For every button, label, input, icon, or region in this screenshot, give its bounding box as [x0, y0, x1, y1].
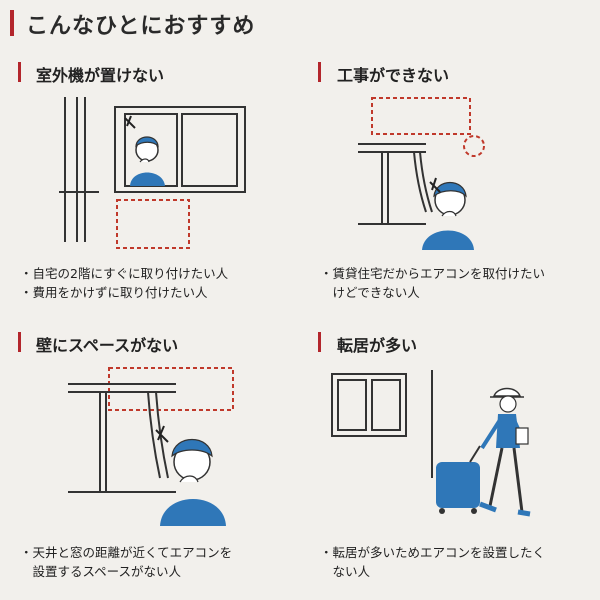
illustration-frequent-moves	[331, 370, 531, 517]
section-accent-bar	[18, 62, 21, 82]
bullets-no-wall-space: ・天井と窓の距離が近くてエアコンを 設置するスペースがない人	[20, 543, 232, 581]
illustration-no-construction	[358, 97, 485, 250]
page-title: こんなひとにおすすめ	[26, 14, 256, 39]
worried-person-icon	[422, 182, 474, 250]
bullet-item: ・費用をかけずに取り付けたい人	[20, 285, 208, 300]
bullet-item: 設置するスペースがない人	[20, 564, 182, 579]
illustration-no-wall-space	[68, 367, 234, 526]
section-title-no-wall-space: 壁にスペースがない	[36, 336, 179, 355]
worried-person-icon	[130, 136, 165, 186]
bullet-item: ・天井と窓の距離が近くてエアコンを	[20, 545, 233, 560]
bullet-item: ・賃貸住宅だからエアコンを取付けたい	[320, 266, 546, 281]
section-accent-bar	[318, 332, 321, 352]
section-title-frequent-moves: 転居が多い	[337, 336, 418, 355]
traveler-with-suitcase-icon	[436, 387, 531, 517]
illustration-no-outdoor-unit	[59, 97, 246, 249]
worried-person-icon	[160, 439, 226, 526]
title-accent-bar	[10, 10, 14, 36]
bullets-frequent-moves: ・転居が多いためエアコンを設置したく ない人	[320, 543, 545, 581]
section-title-no-construction: 工事ができない	[337, 66, 450, 85]
bullets-no-construction: ・賃貸住宅だからエアコンを取付けたい けどできない人	[320, 264, 545, 302]
bullet-item: ない人	[320, 564, 371, 579]
bullet-item: けどできない人	[320, 285, 420, 300]
bullets-no-outdoor-unit: ・自宅の2階にすぐに取り付けたい人 ・費用をかけずに取り付けたい人	[20, 264, 228, 302]
section-accent-bar	[18, 332, 21, 352]
bullet-item: ・自宅の2階にすぐに取り付けたい人	[20, 266, 229, 281]
bullet-item: ・転居が多いためエアコンを設置したく	[320, 545, 546, 560]
section-accent-bar	[318, 62, 321, 82]
section-title-no-outdoor-unit: 室外機が置けない	[36, 66, 165, 85]
